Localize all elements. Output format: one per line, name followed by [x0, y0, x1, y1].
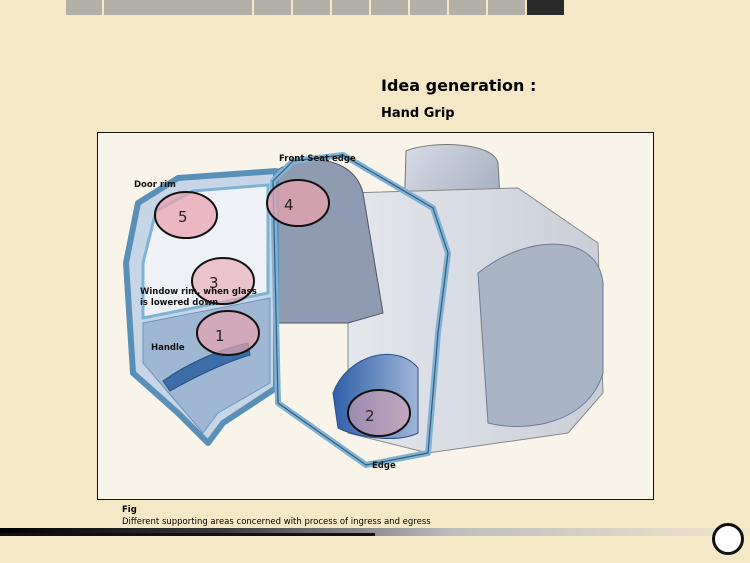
marker-3: 3: [191, 257, 255, 305]
label-front-seat-edge: Front Seat edge: [279, 154, 356, 164]
nav-segment-9[interactable]: [488, 0, 525, 15]
marker-5-ellipse: [154, 191, 218, 239]
footer-rule-dark: [0, 533, 375, 536]
marker-4: 4: [266, 179, 330, 227]
door-opening-outline: [272, 154, 449, 466]
nav-segment-8[interactable]: [449, 0, 486, 15]
rear-side-panel: [477, 243, 604, 427]
nav-segment-3[interactable]: [254, 0, 291, 15]
marker-1: 1: [196, 310, 260, 356]
marker-4-ellipse: [266, 179, 330, 227]
next-slide-button[interactable]: [712, 523, 744, 555]
label-edge: Edge: [372, 461, 396, 471]
car-interior-sketch: 5 4 3 1 2: [123, 144, 604, 468]
nav-segment-6[interactable]: [371, 0, 408, 15]
nav-segment-2[interactable]: [104, 0, 252, 15]
marker-5: 5: [154, 191, 218, 239]
footer-rule: [0, 528, 750, 536]
marker-2-ellipse: [347, 389, 411, 437]
marker-4-number: 4: [284, 196, 294, 214]
nav-segment-1[interactable]: [66, 0, 102, 15]
label-door-rim: Door rim: [134, 180, 176, 190]
nav-segment-4[interactable]: [293, 0, 330, 15]
car-interior-figure: 5 4 3 1 2 Front Seat edge Door rim Windo…: [97, 132, 654, 500]
marker-3-ellipse: [191, 257, 255, 305]
figure-caption-label: Fig: [122, 505, 137, 515]
nav-segment-5[interactable]: [332, 0, 369, 15]
marker-3-number: 3: [209, 274, 219, 292]
nav-segment-active[interactable]: [527, 0, 564, 15]
marker-5-number: 5: [178, 208, 188, 226]
label-window-rim: Window rim, when glass is lowered down: [140, 287, 257, 308]
nav-segment-7[interactable]: [410, 0, 447, 15]
slide-subtitle: Hand Grip: [381, 106, 455, 121]
slide-title: Idea generation :: [381, 76, 537, 95]
marker-1-ellipse: [196, 310, 260, 356]
marker-2-number: 2: [365, 407, 375, 425]
figure-caption-text: Different supporting areas concerned wit…: [122, 517, 431, 527]
label-handle: Handle: [151, 343, 185, 353]
marker-2: 2: [347, 389, 411, 437]
marker-1-number: 1: [215, 327, 225, 345]
